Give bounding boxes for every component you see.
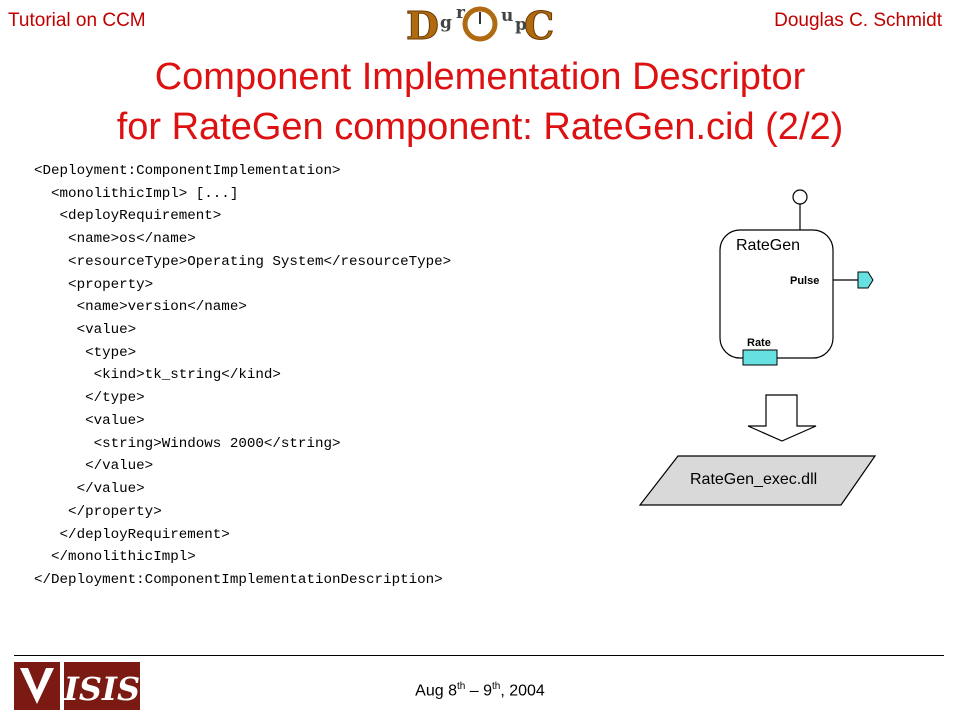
logo-v-mark [20,668,54,704]
date-part-2: – 9 [465,682,492,700]
logo-letter-r: r [456,3,466,23]
code-line: <value> [34,322,137,339]
logo-letter-c: C [524,3,554,46]
code-line: </monolithicImpl> [34,549,196,566]
artifact-parallelogram [638,455,877,506]
code-line: </deployRequirement> [34,526,230,543]
code-line: <name>version</name> [34,299,247,316]
logo-isis-bg [64,662,140,710]
component-name-label: RateGen [736,237,800,254]
date-part-3: , 2004 [500,682,545,700]
down-arrow-icon [747,394,817,442]
rate-port-icon [742,349,778,366]
code-line: </property> [34,503,162,520]
code-line: <type> [34,344,137,361]
code-line: <value> [34,412,145,429]
footer-divider [14,655,944,656]
logo-letter-o-ring [462,6,498,42]
pulse-port-label: Pulse [790,275,819,287]
logo-isis-text: ISIS [63,670,140,708]
code-line: <deployRequirement> [34,208,222,225]
code-line: </value> [34,458,154,475]
date-part-1: Aug 8 [415,682,457,700]
slide-title-line-1: Component Implementation Descriptor [154,56,806,98]
logo-letter-d: D [406,3,439,46]
xml-code-listing: <Deployment:ComponentImplementation> <mo… [34,160,451,592]
vanderbilt-isis-logo: ISIS [14,662,140,710]
code-line: <monolithicImpl> [...] [34,185,239,202]
code-line: <kind>tk_string</kind> [34,367,281,384]
header-course-title: Tutorial on CCM [8,10,146,31]
artifact-label: RateGen_exec.dll [690,471,817,488]
doc-group-logo: D C g r u p [406,3,555,47]
code-line: </value> [34,481,145,498]
date-sup-1: th [456,681,466,692]
code-line: <string>Windows 2000</string> [34,435,341,452]
code-line: </Deployment:ComponentImplementationDesc… [34,571,443,588]
slide-title-line-2: for RateGen component: RateGen.cid (2/2) [116,106,844,148]
code-line: <resourceType>Operating System</resource… [34,253,452,270]
facet-lollipop-icon [792,189,808,205]
code-line: <Deployment:ComponentImplementation> [34,163,341,179]
logo-letter-g: g [440,13,452,33]
logo-letter-p: p [515,15,527,35]
code-line: </type> [34,390,145,407]
logo-letter-u: u [501,6,513,26]
rate-port-label: Rate [747,337,771,349]
header-author: Douglas C. Schmidt [774,10,942,31]
footer-date: Aug 8th – 9th, 2004 [0,681,960,700]
code-line: <property> [34,276,154,293]
pulse-event-source-port-icon [857,271,874,289]
date-sup-2: th [492,681,501,692]
component-box [719,229,834,359]
code-line: <name>os</name> [34,231,196,248]
